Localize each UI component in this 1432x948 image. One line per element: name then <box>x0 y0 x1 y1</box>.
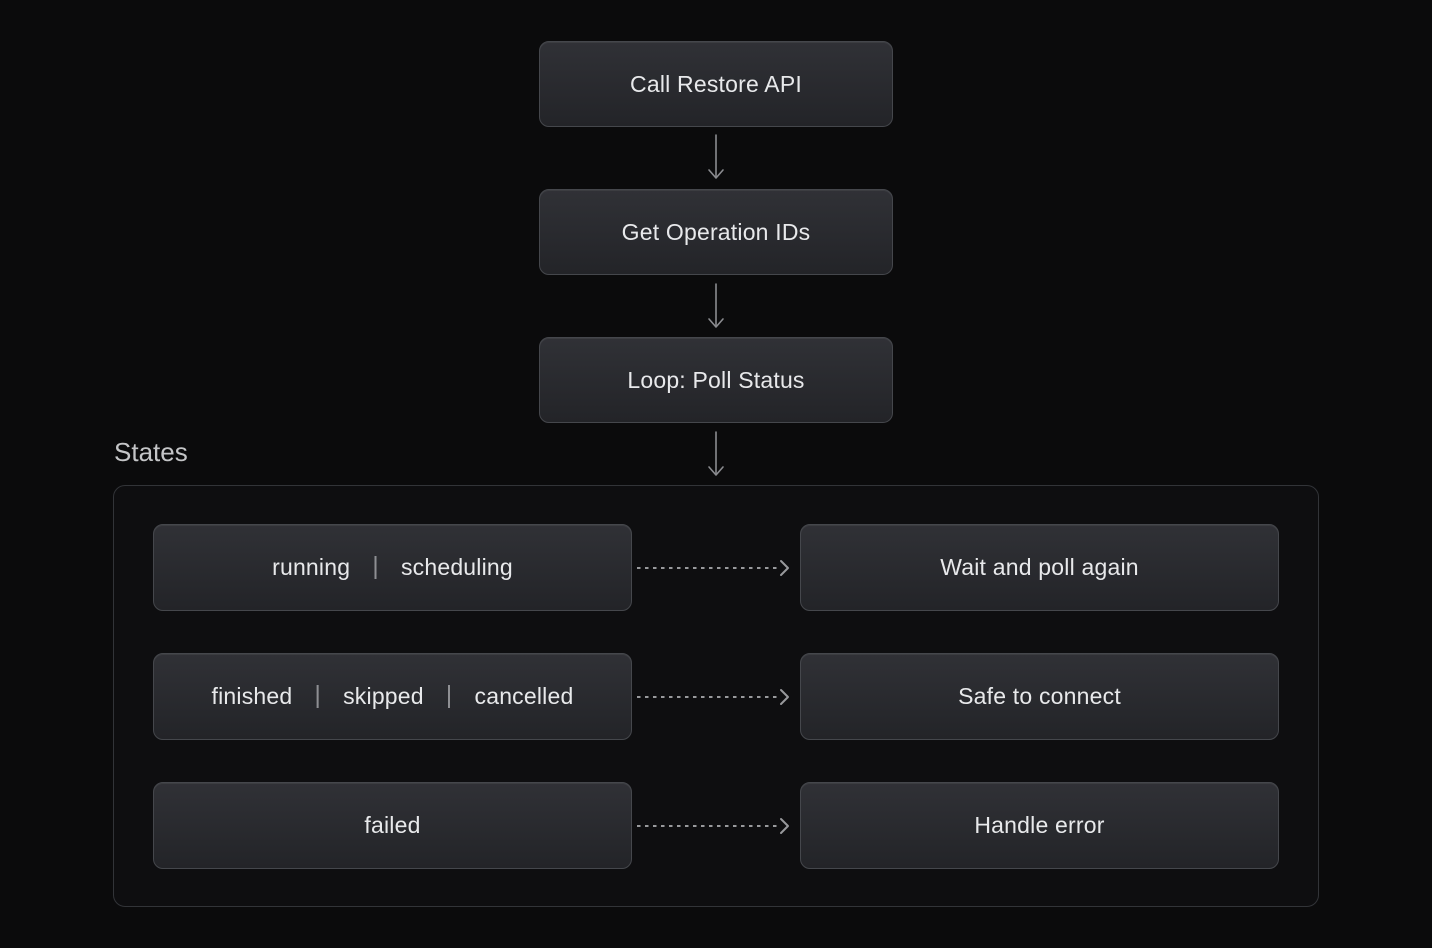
state-row: finished | skipped | cancelled Safe to conne… <box>153 653 1279 740</box>
state-label: skipped <box>343 683 424 709</box>
flow-node-call-restore-api: Call Restore API <box>539 41 893 127</box>
state-separator: | <box>445 681 453 709</box>
state-separator: | <box>372 552 379 580</box>
state-label: scheduling <box>400 554 513 580</box>
state-box: running | scheduling <box>153 524 632 611</box>
state-label: cancelled <box>474 683 574 709</box>
down-arrow-icon <box>708 431 724 476</box>
dashed-arrow-wrap <box>632 653 800 740</box>
down-arrow-icon <box>708 283 724 328</box>
dashed-right-arrow-icon <box>637 688 789 705</box>
flow-node-get-operation-ids: Get Operation IDs <box>539 189 893 275</box>
flow-node-loop-poll-status: Loop: Poll Status <box>539 337 893 423</box>
action-box: Handle error <box>800 782 1279 869</box>
state-label: finished <box>211 683 293 709</box>
state-box: failed <box>153 782 632 869</box>
dashed-right-arrow-icon <box>637 559 789 576</box>
state-row: failed Handle error <box>153 782 1279 869</box>
state-label: failed <box>364 812 421 838</box>
state-label: running <box>272 554 351 580</box>
states-container: running | scheduling Wait and poll again f… <box>113 485 1319 907</box>
action-box: Safe to connect <box>800 653 1279 740</box>
state-separator: | <box>314 681 322 709</box>
state-row: running | scheduling Wait and poll again <box>153 524 1279 611</box>
state-box: finished | skipped | cancelled <box>153 653 632 740</box>
states-section-title: States <box>114 437 188 467</box>
action-box: Wait and poll again <box>800 524 1279 611</box>
dashed-right-arrow-icon <box>637 817 789 834</box>
dashed-arrow-wrap <box>632 782 800 869</box>
dashed-arrow-wrap <box>632 524 800 611</box>
down-arrow-icon <box>708 134 724 179</box>
